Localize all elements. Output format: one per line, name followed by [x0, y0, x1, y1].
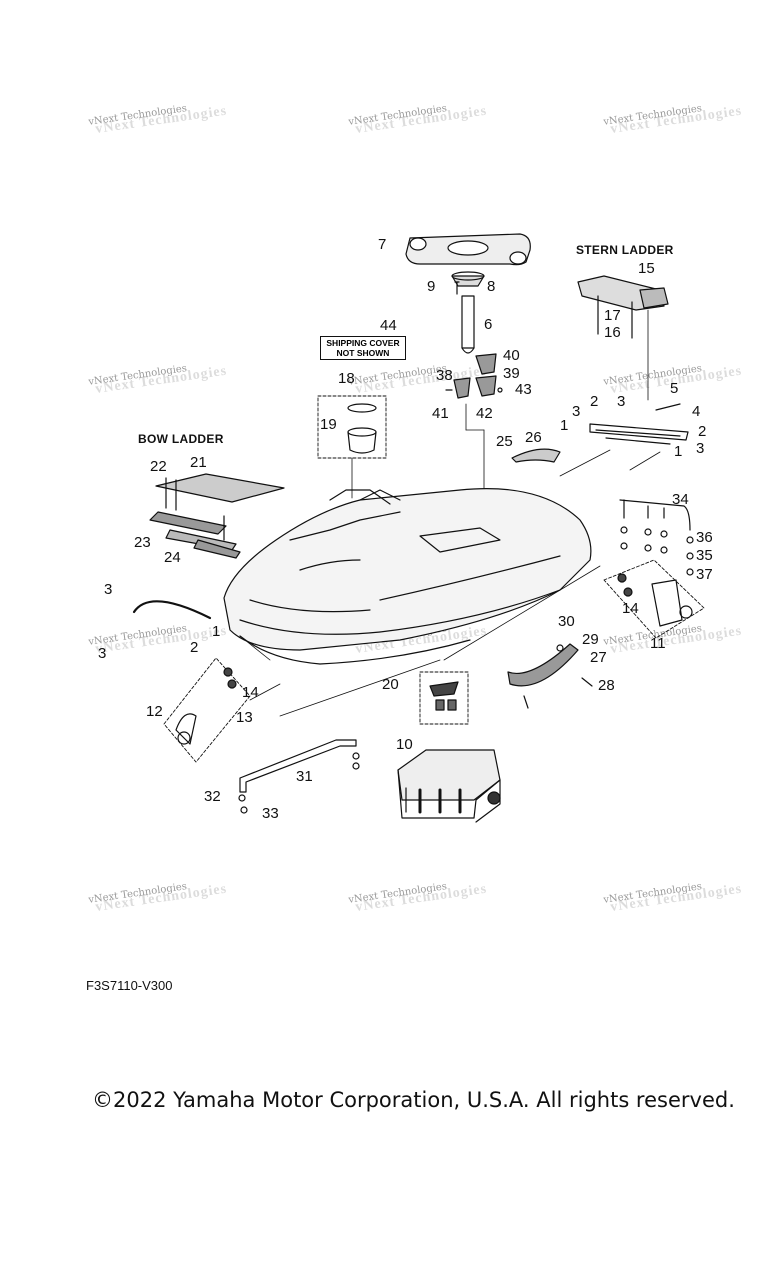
- callout-13: 13: [236, 709, 253, 726]
- callout-7: 7: [378, 236, 386, 253]
- callout-1a: 1: [560, 417, 568, 434]
- callout-41: 41: [432, 405, 449, 422]
- callout-14b: 14: [242, 684, 259, 701]
- callout-10: 10: [396, 736, 413, 753]
- eye-bolt: [175, 667, 237, 745]
- copyright-notice: ©2022 Yamaha Motor Corporation, U.S.A. A…: [92, 1088, 735, 1112]
- clips: [445, 353, 503, 399]
- bolt-stack: [619, 499, 694, 576]
- callout-21: 21: [190, 454, 207, 471]
- eye-bolt-right: [617, 573, 693, 627]
- callout-33: 33: [262, 805, 279, 822]
- callout-42: 42: [476, 405, 493, 422]
- callout-8: 8: [487, 278, 495, 295]
- callout-5: 5: [670, 380, 678, 397]
- callout-30: 30: [558, 613, 575, 630]
- callout-44: 44: [380, 317, 397, 334]
- callout-29: 29: [582, 631, 599, 648]
- shipping-cover-line2: NOT SHOWN: [336, 348, 390, 358]
- cup-holder: [347, 403, 377, 454]
- shipping-cover-note: SHIPPING COVER NOT SHOWN: [320, 336, 406, 360]
- callout-39: 39: [503, 365, 520, 382]
- stern-ladder-title: STERN LADDER: [576, 243, 674, 257]
- stern-ladder: [577, 275, 669, 401]
- boat-hull: [223, 488, 592, 665]
- callout-1c: 1: [212, 623, 220, 640]
- callout-2c: 2: [190, 639, 198, 656]
- callout-14a: 14: [622, 600, 639, 617]
- callout-15: 15: [638, 260, 655, 277]
- callout-35: 35: [696, 547, 713, 564]
- bow-rail: [132, 600, 212, 620]
- callout-11: 11: [650, 635, 666, 652]
- callout-23: 23: [134, 534, 151, 551]
- callout-9: 9: [427, 278, 435, 295]
- cooler: [397, 749, 501, 823]
- callout-34: 34: [672, 491, 689, 508]
- callout-6: 6: [484, 316, 492, 333]
- pedestal-base: [451, 271, 485, 295]
- pop-up-cleat: [429, 681, 459, 711]
- callout-40: 40: [503, 347, 520, 364]
- callout-20: 20: [382, 676, 399, 693]
- cleat: [511, 448, 561, 463]
- callout-27: 27: [590, 649, 607, 666]
- post: [461, 295, 475, 354]
- diagram-code: F3S7110-V300: [86, 978, 173, 993]
- callout-4: 4: [692, 403, 700, 420]
- callout-31: 31: [296, 768, 313, 785]
- callout-24: 24: [164, 549, 181, 566]
- callout-1b: 1: [674, 443, 682, 460]
- callout-43: 43: [515, 381, 532, 398]
- callout-22: 22: [150, 458, 167, 475]
- callout-2b: 2: [698, 423, 706, 440]
- callout-3b: 3: [572, 403, 580, 420]
- callout-36: 36: [696, 529, 713, 546]
- callout-32: 32: [204, 788, 221, 805]
- callout-25: 25: [496, 433, 513, 450]
- tow-bar: [239, 739, 357, 793]
- stern-rails: [589, 403, 689, 445]
- callouts: 7 8 9 6 40 38 39 43 41 42 44 18 19 15 17…: [98, 236, 713, 822]
- callout-17: 17: [604, 307, 621, 324]
- callout-3e: 3: [98, 645, 106, 662]
- callout-26: 26: [525, 429, 542, 446]
- callout-16: 16: [604, 324, 621, 341]
- callout-3c: 3: [696, 440, 704, 457]
- tray-part: [405, 233, 531, 266]
- callout-3d: 3: [104, 581, 112, 598]
- callout-18: 18: [338, 370, 355, 387]
- callout-38: 38: [436, 367, 453, 384]
- shipping-cover-line1: SHIPPING COVER: [326, 338, 400, 348]
- callout-3a: 3: [617, 393, 625, 410]
- callout-19: 19: [320, 416, 337, 433]
- callout-12: 12: [146, 703, 163, 720]
- callout-37: 37: [696, 566, 713, 583]
- bow-ladder-title: BOW LADDER: [138, 432, 224, 446]
- bow-ladder: [149, 473, 285, 559]
- callout-28: 28: [598, 677, 615, 694]
- callout-2a: 2: [590, 393, 598, 410]
- grab-handle: [507, 643, 593, 709]
